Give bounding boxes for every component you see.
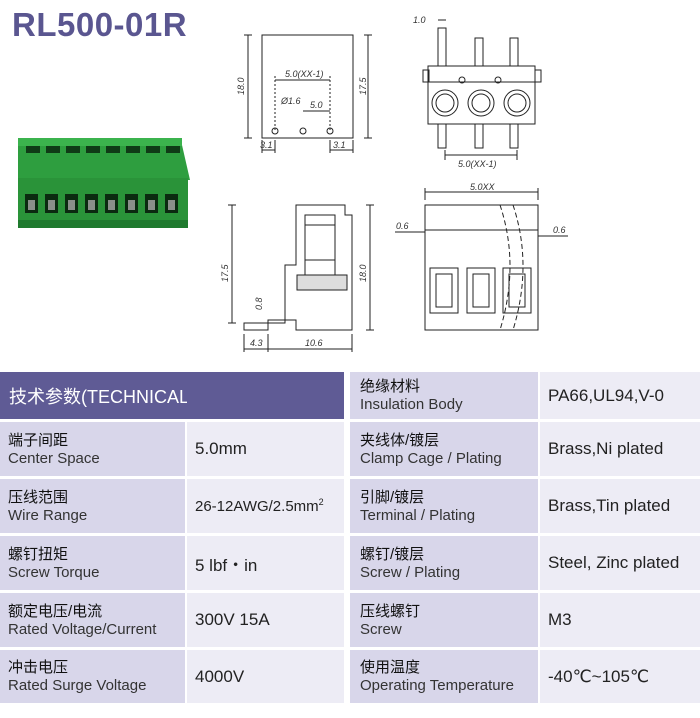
spec-label-cn: 引脚/镀层 bbox=[360, 488, 425, 506]
spec-label: 夹线体/镀层 Clamp Cage / Plating bbox=[350, 422, 540, 479]
spec-label-en: Screw bbox=[360, 620, 402, 638]
spec-label: 螺钉扭矩 Screw Torque bbox=[0, 536, 187, 593]
spec-value: 5.0mm bbox=[187, 422, 344, 479]
spec-label-en: Screw Torque bbox=[8, 563, 100, 581]
column-gap bbox=[344, 422, 350, 479]
column-gap bbox=[344, 593, 350, 650]
column-gap bbox=[344, 650, 350, 706]
spec-label-cn: 额定电压/电流 bbox=[8, 602, 103, 620]
dim-label: 0.6 bbox=[553, 225, 566, 235]
table-header: 技术参数(TECHNICAL DATA) bbox=[0, 372, 245, 422]
drawing-area: RL500-01R bbox=[12, 6, 568, 352]
spec-value: 4000V bbox=[187, 650, 344, 706]
spec-label: 绝缘材料 Insulation Body bbox=[350, 372, 540, 422]
spec-value-text: 5.0mm bbox=[195, 439, 247, 458]
spec-value-main: 26-12AWG/2.5mm bbox=[195, 498, 319, 515]
dim-label: 5.0 bbox=[310, 100, 323, 110]
spec-label-cn: 压线螺钉 bbox=[360, 602, 421, 620]
dim-label: 5.0XX bbox=[470, 182, 496, 192]
spec-value: M3 bbox=[540, 593, 700, 650]
technical-drawings: 18.0 17.5 5.0(XX-1) Ø1.6 5.0 3.1 3.1 1.0… bbox=[18, 15, 568, 352]
spec-label: 使用温度 Operating Temperature bbox=[350, 650, 540, 706]
spec-label: 压线螺钉 Screw bbox=[350, 593, 540, 650]
dim-label: 0.6 bbox=[396, 221, 409, 231]
spec-value-text: 5 lbf・in bbox=[195, 555, 258, 575]
back-view-drawing bbox=[395, 188, 568, 331]
spec-value-superscript: 2 bbox=[318, 497, 324, 507]
spec-label: 引脚/镀层 Terminal / Plating bbox=[350, 479, 540, 536]
spec-label: 额定电压/电流 Rated Voltage/Current bbox=[0, 593, 187, 650]
spec-value-text: Brass,Tin plated bbox=[548, 496, 671, 515]
table-header-title: 技术参数(TECHNICAL DATA) bbox=[9, 386, 245, 407]
dim-label: 18.0 bbox=[236, 77, 246, 95]
spec-label: 端子间距 Center Space bbox=[0, 422, 187, 479]
spec-label-cn: 绝缘材料 bbox=[360, 378, 421, 395]
spec-value-text: M3 bbox=[548, 610, 572, 629]
dim-label: 10.6 bbox=[305, 338, 323, 348]
dim-label: 3.1 bbox=[260, 140, 273, 150]
technical-data-table: 技术参数(TECHNICAL DATA) 绝缘材料 Insulation Bod… bbox=[0, 372, 700, 718]
spec-label-cn: 冲击电压 bbox=[8, 659, 69, 676]
spec-label-cn: 端子间距 bbox=[8, 431, 69, 449]
spec-value-text: 300V 15A bbox=[195, 610, 270, 629]
spec-label-en: Center Space bbox=[8, 449, 100, 467]
spec-value-text: 26-12AWG/2.5mm2 bbox=[195, 497, 344, 515]
dim-label: 0.8 bbox=[254, 297, 264, 310]
dim-label: 4.3 bbox=[250, 338, 263, 348]
spec-label-en: Operating Temperature bbox=[360, 677, 514, 694]
spec-label-cn: 压线范围 bbox=[8, 488, 69, 506]
dim-label: 5.0(XX-1) bbox=[458, 159, 497, 169]
spec-value-text: Brass,Ni plated bbox=[548, 439, 664, 458]
spec-value: -40℃~105℃ bbox=[540, 650, 700, 706]
spec-value: Brass,Ni plated bbox=[540, 422, 700, 479]
spec-label-cn: 螺钉扭矩 bbox=[8, 545, 69, 563]
dim-label: 1.0 bbox=[413, 15, 426, 25]
spec-label: 冲击电压 Rated Surge Voltage bbox=[0, 650, 187, 706]
column-gap bbox=[344, 479, 350, 536]
spec-label-en: Rated Voltage/Current bbox=[8, 620, 157, 638]
column-gap bbox=[344, 536, 350, 593]
spec-value-text: Steel, Zinc plated bbox=[548, 553, 680, 572]
dim-label: Ø1.6 bbox=[280, 96, 301, 106]
dim-label: 17.5 bbox=[220, 263, 230, 282]
dim-label: 3.1 bbox=[333, 140, 346, 150]
dim-label: 18.0 bbox=[358, 264, 368, 282]
spec-value: 5 lbf・in bbox=[187, 536, 344, 593]
product-title: RL500-01R bbox=[12, 6, 188, 43]
spec-label-en: Wire Range bbox=[8, 506, 88, 524]
spec-value: Brass,Tin plated bbox=[540, 479, 700, 536]
dim-label: 17.5 bbox=[358, 76, 368, 95]
spec-label-en: Rated Surge Voltage bbox=[8, 677, 147, 694]
spec-value-text: PA66,UL94,V-0 bbox=[548, 385, 664, 405]
spec-label-en: Clamp Cage / Plating bbox=[360, 449, 502, 467]
spec-label-en: Terminal / Plating bbox=[360, 506, 476, 524]
side-view-drawing bbox=[228, 204, 374, 352]
dimension-labels: 18.0 17.5 5.0(XX-1) Ø1.6 5.0 3.1 3.1 1.0… bbox=[220, 15, 566, 348]
spec-label-en: Insulation Body bbox=[360, 396, 463, 413]
spec-label-cn: 使用温度 bbox=[360, 659, 421, 676]
spec-value: PA66,UL94,V-0 bbox=[540, 372, 700, 422]
spec-value-text: -40℃~105℃ bbox=[548, 666, 650, 686]
spec-value: 26-12AWG/2.5mm2 bbox=[187, 479, 344, 536]
spec-label-cn: 螺钉/镀层 bbox=[360, 545, 425, 563]
spec-label-en: Screw / Plating bbox=[360, 563, 461, 581]
spec-label: 螺钉/镀层 Screw / Plating bbox=[350, 536, 540, 593]
spec-value: 300V 15A bbox=[187, 593, 344, 650]
dim-label: 5.0(XX-1) bbox=[285, 69, 324, 79]
spec-value: Steel, Zinc plated bbox=[540, 536, 700, 593]
spec-label-cn: 夹线体/镀层 bbox=[360, 431, 440, 449]
table-header-fill bbox=[187, 372, 344, 422]
column-gap bbox=[344, 372, 350, 422]
top-view-drawing bbox=[244, 34, 372, 153]
front-view-drawing bbox=[422, 19, 542, 160]
spec-value-text: 4000V bbox=[195, 666, 245, 686]
spec-label: 压线范围 Wire Range bbox=[0, 479, 187, 536]
product-photo bbox=[18, 138, 190, 228]
